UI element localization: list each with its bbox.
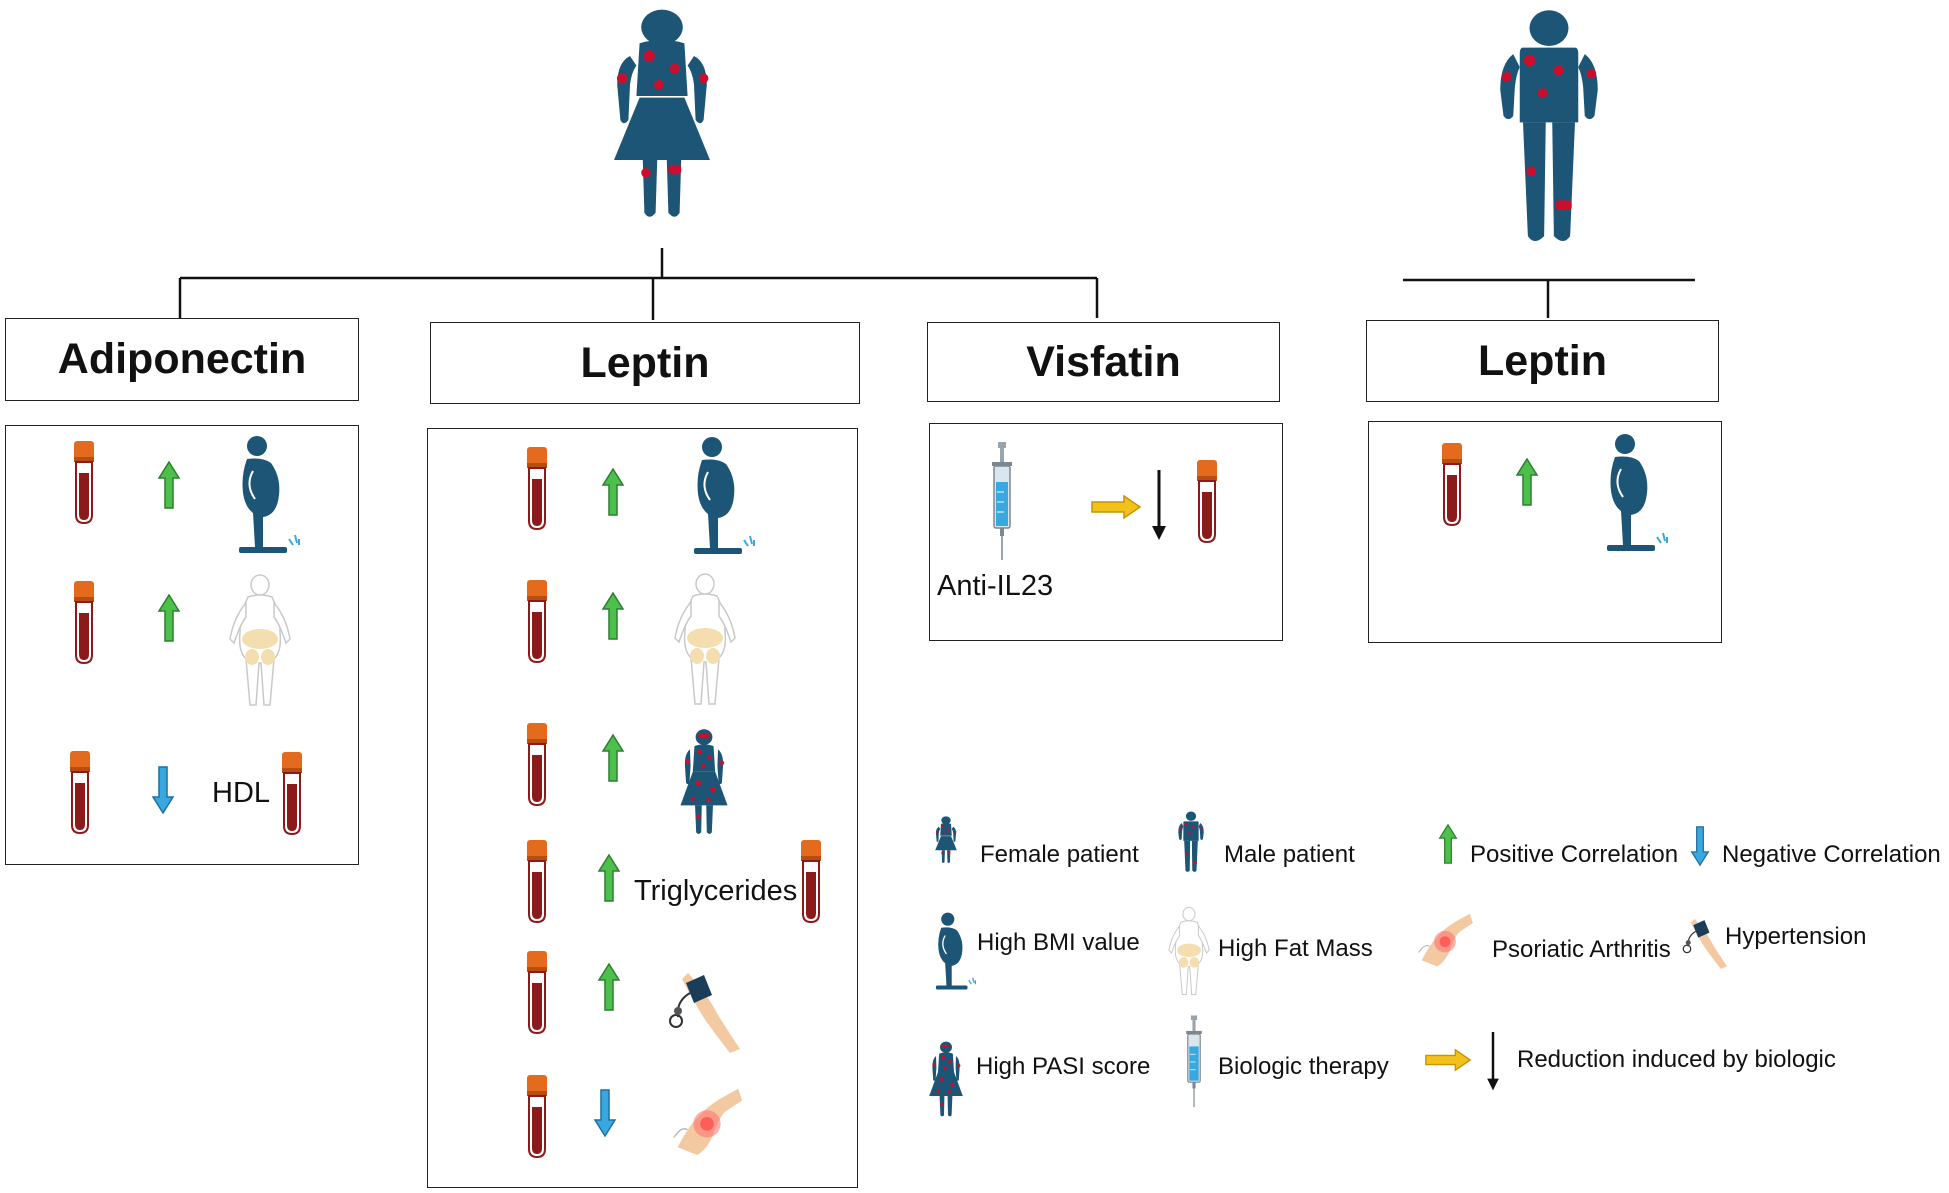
negative-correlation-icon	[1690, 824, 1710, 868]
high-bmi-legend-icon	[932, 908, 978, 1000]
high-fat-mass-icon	[220, 573, 300, 713]
legend-high-fat-mass: High Fat Mass	[1218, 935, 1373, 962]
blood-tube-icon	[280, 752, 304, 836]
visfatin-panel	[929, 423, 1283, 641]
yellow-arrow-icon	[1090, 494, 1142, 520]
legend-reduction-biologic: Reduction induced by biologic	[1517, 1046, 1836, 1073]
legend-male-patient: Male patient	[1224, 841, 1355, 868]
blood-tube-icon	[72, 441, 96, 525]
legend-psoriatic-arthritis: Psoriatic Arthritis	[1492, 936, 1671, 963]
male-patient-figure	[1484, 8, 1614, 253]
reduction-black-arrow-icon	[1484, 1032, 1502, 1092]
blood-tube-icon	[72, 581, 96, 665]
male-patient-legend-icon	[1174, 802, 1208, 884]
legend-hypertension: Hypertension	[1725, 923, 1867, 950]
blood-tube-icon	[1440, 443, 1464, 527]
syringe-icon	[984, 442, 1020, 562]
adiponectin-panel	[5, 425, 359, 865]
arrow-down-icon	[151, 765, 175, 815]
adiponectin-header: Adiponectin	[5, 318, 359, 401]
anti-il23-label: Anti-IL23	[937, 570, 1054, 602]
leptin-male-panel	[1368, 421, 1722, 643]
high-bmi-icon	[233, 435, 303, 563]
blood-tube-icon	[525, 840, 549, 924]
legend-high-bmi: High BMI value	[977, 929, 1140, 956]
legend-biologic-therapy: Biologic therapy	[1218, 1053, 1389, 1080]
hypertension-icon	[668, 965, 748, 1055]
arrow-up-icon	[597, 962, 621, 1012]
blood-tube-icon	[525, 1075, 549, 1159]
blood-tube-icon	[525, 951, 549, 1035]
black-down-arrow-icon	[1149, 470, 1169, 542]
female-patient-figure	[582, 8, 742, 248]
arrow-up-icon	[157, 460, 181, 510]
legend-negative-correlation: Negative Correlation	[1722, 841, 1941, 868]
legend-positive-correlation: Positive Correlation	[1470, 841, 1679, 868]
hdl-label: HDL	[212, 777, 271, 809]
blood-tube-icon	[525, 447, 549, 531]
blood-tube-icon	[799, 840, 823, 924]
positive-correlation-icon	[1438, 822, 1458, 866]
psoriatic-arthritis-legend-icon	[1414, 906, 1476, 968]
high-pasi-legend-icon	[926, 1028, 966, 1132]
arrow-up-icon	[597, 853, 621, 903]
arrow-up-icon	[601, 467, 625, 517]
female-patient-legend-icon	[928, 802, 964, 884]
blood-tube-icon	[525, 723, 549, 807]
arrow-up-icon	[601, 733, 625, 783]
psoriatic-arthritis-icon	[668, 1079, 746, 1157]
triglycerides-label: Triglycerides	[634, 875, 798, 907]
high-bmi-icon	[688, 436, 758, 564]
leptin-female-panel	[427, 428, 858, 1188]
legend-female-patient: Female patient	[980, 841, 1139, 868]
visfatin-header: Visfatin	[927, 322, 1280, 402]
high-fat-mass-icon	[665, 572, 745, 712]
leptin-male-header: Leptin	[1366, 320, 1719, 402]
arrow-up-icon	[157, 593, 181, 643]
high-bmi-icon	[1601, 433, 1671, 561]
leptin-female-header: Leptin	[430, 322, 860, 404]
biologic-therapy-legend-icon	[1180, 1014, 1208, 1110]
reduction-yellow-arrow-icon	[1424, 1048, 1472, 1072]
arrow-up-icon	[601, 591, 625, 641]
high-pasi-icon	[676, 727, 732, 839]
arrow-down-icon	[593, 1088, 617, 1138]
blood-tube-icon	[525, 580, 549, 664]
arrow-up-icon	[1515, 457, 1539, 507]
blood-tube-icon	[68, 751, 92, 835]
blood-tube-icon	[1195, 460, 1219, 544]
high-fat-mass-legend-icon	[1162, 906, 1216, 1000]
legend-high-pasi: High PASI score	[976, 1053, 1151, 1080]
